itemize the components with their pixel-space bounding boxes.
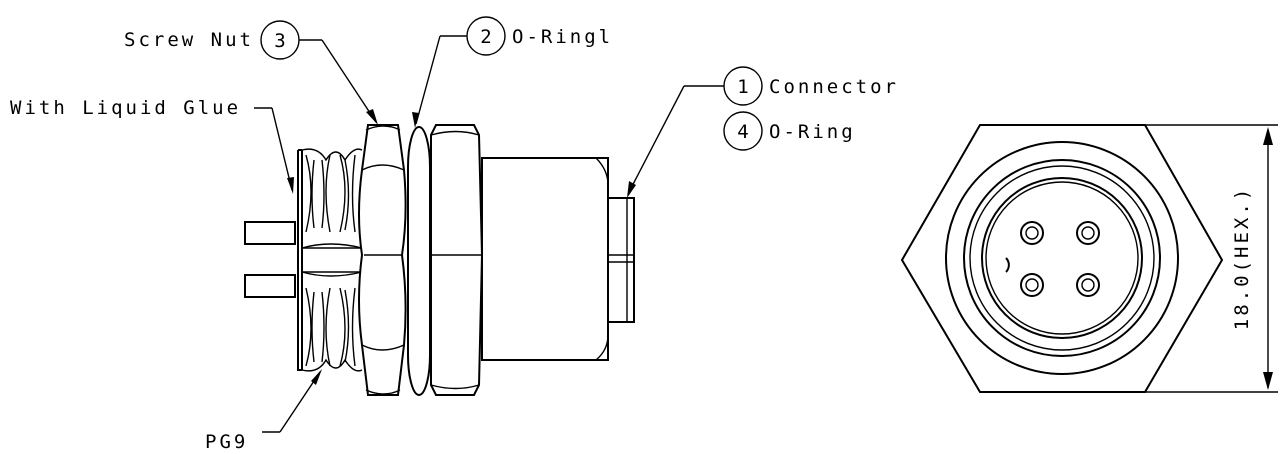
o-ring-2-label: O-Ringl (512, 26, 613, 48)
contact-pins (1020, 221, 1100, 297)
callout-screw-nut: Screw Nut 3 (124, 20, 378, 125)
outer-flange (945, 141, 1179, 375)
callout-glue: With Liquid Glue (10, 97, 294, 194)
threaded-body (297, 148, 363, 372)
screw-nut (358, 124, 407, 396)
callout-o-ring-4: 4 O-Ring (723, 111, 856, 151)
hex-outline (900, 124, 1224, 393)
o-ring-2-number: 2 (480, 26, 491, 48)
thread-label: PG9 (205, 431, 248, 453)
callout-o-ring-2: 2 O-Ringl (412, 16, 613, 128)
o-ring-4-label: O-Ring (769, 121, 856, 143)
side-view (244, 124, 635, 396)
keyway (1005, 257, 1010, 273)
front-view: 18.0(HEX.) (900, 124, 1278, 393)
connector-number: 1 (737, 76, 748, 98)
callout-connector: 1 Connector (627, 66, 899, 198)
connector-face (607, 197, 635, 323)
o-ring-2 (407, 126, 431, 396)
insert-face (981, 177, 1143, 339)
hex-dimension-label: 18.0(HEX.) (1231, 186, 1253, 330)
hex-body (430, 124, 484, 396)
screw-nut-number: 3 (274, 30, 285, 52)
callout-thread: PG9 (205, 369, 322, 453)
connector-shell (481, 157, 609, 361)
connector-label: Connector (769, 76, 899, 98)
glue-label: With Liquid Glue (10, 97, 241, 119)
hex-dimension: 18.0(HEX.) (1145, 124, 1278, 393)
rear-pins (244, 221, 296, 298)
o-ring-4-number: 4 (737, 121, 748, 143)
screw-nut-label: Screw Nut (124, 29, 254, 51)
